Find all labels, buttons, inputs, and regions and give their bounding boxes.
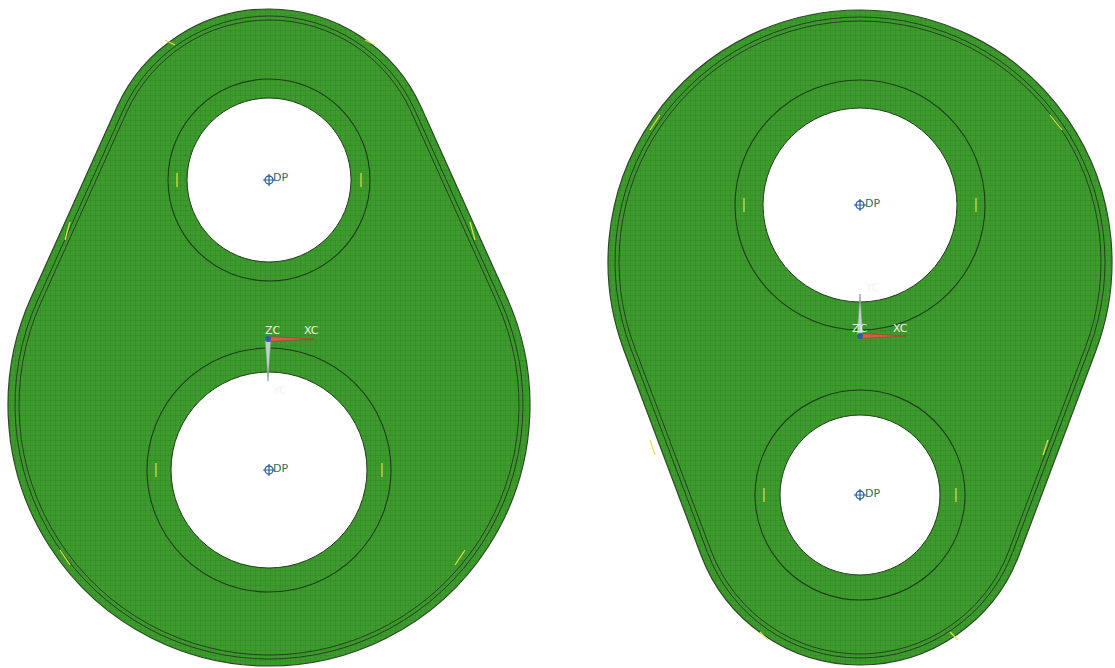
datum-point-marker	[854, 489, 866, 501]
edge-band-line	[615, 17, 1105, 658]
datum-label: DP	[273, 171, 288, 184]
seam-tick	[365, 40, 375, 45]
seam-tick	[950, 632, 958, 640]
axis-triad	[265, 336, 314, 381]
seam-tick	[763, 488, 764, 502]
seam-tick	[975, 198, 976, 212]
washer-ring	[735, 80, 985, 330]
datum-point-marker	[854, 199, 866, 211]
seam-tick	[165, 40, 175, 45]
seam-tick	[65, 222, 70, 240]
seam-tick	[955, 488, 956, 502]
axis-label: YC	[273, 384, 287, 397]
seam-tick	[60, 550, 70, 565]
seam-tick	[650, 115, 660, 130]
seam-tick	[455, 550, 465, 565]
seam-tick	[650, 440, 655, 455]
bolt-hole	[763, 108, 957, 302]
washer-ring	[755, 390, 965, 600]
edge-band-line	[619, 21, 1101, 654]
seam-tick	[155, 463, 156, 477]
bolt-hole	[780, 415, 940, 575]
meshed-plate	[8, 9, 530, 666]
bolt-hole	[171, 372, 367, 568]
seam-tick	[1050, 115, 1062, 130]
edge-band-line	[15, 16, 523, 659]
seam-tick	[360, 173, 361, 187]
washer-ring	[147, 348, 391, 592]
washer-ring	[168, 79, 370, 281]
seam-tick	[743, 198, 744, 212]
datum-label: DP	[865, 487, 880, 500]
axis-label: XC	[893, 322, 907, 335]
datum-label: DP	[865, 197, 880, 210]
plate-outline	[608, 10, 1112, 665]
seam-tick	[176, 173, 177, 187]
seam-tick	[1043, 440, 1048, 455]
edge-band-line	[19, 20, 519, 655]
seam-tick	[381, 463, 382, 477]
axis-label: ZC	[265, 324, 280, 337]
seam-tick	[470, 222, 475, 240]
plate-outline	[8, 9, 530, 666]
axis-label: YC	[866, 281, 880, 294]
axis-label: XC	[304, 324, 318, 337]
seam-tick	[760, 632, 768, 640]
axis-label: ZC	[852, 322, 867, 335]
meshed-plate	[608, 10, 1112, 665]
datum-label: DP	[273, 462, 288, 475]
bolt-hole	[187, 98, 351, 262]
